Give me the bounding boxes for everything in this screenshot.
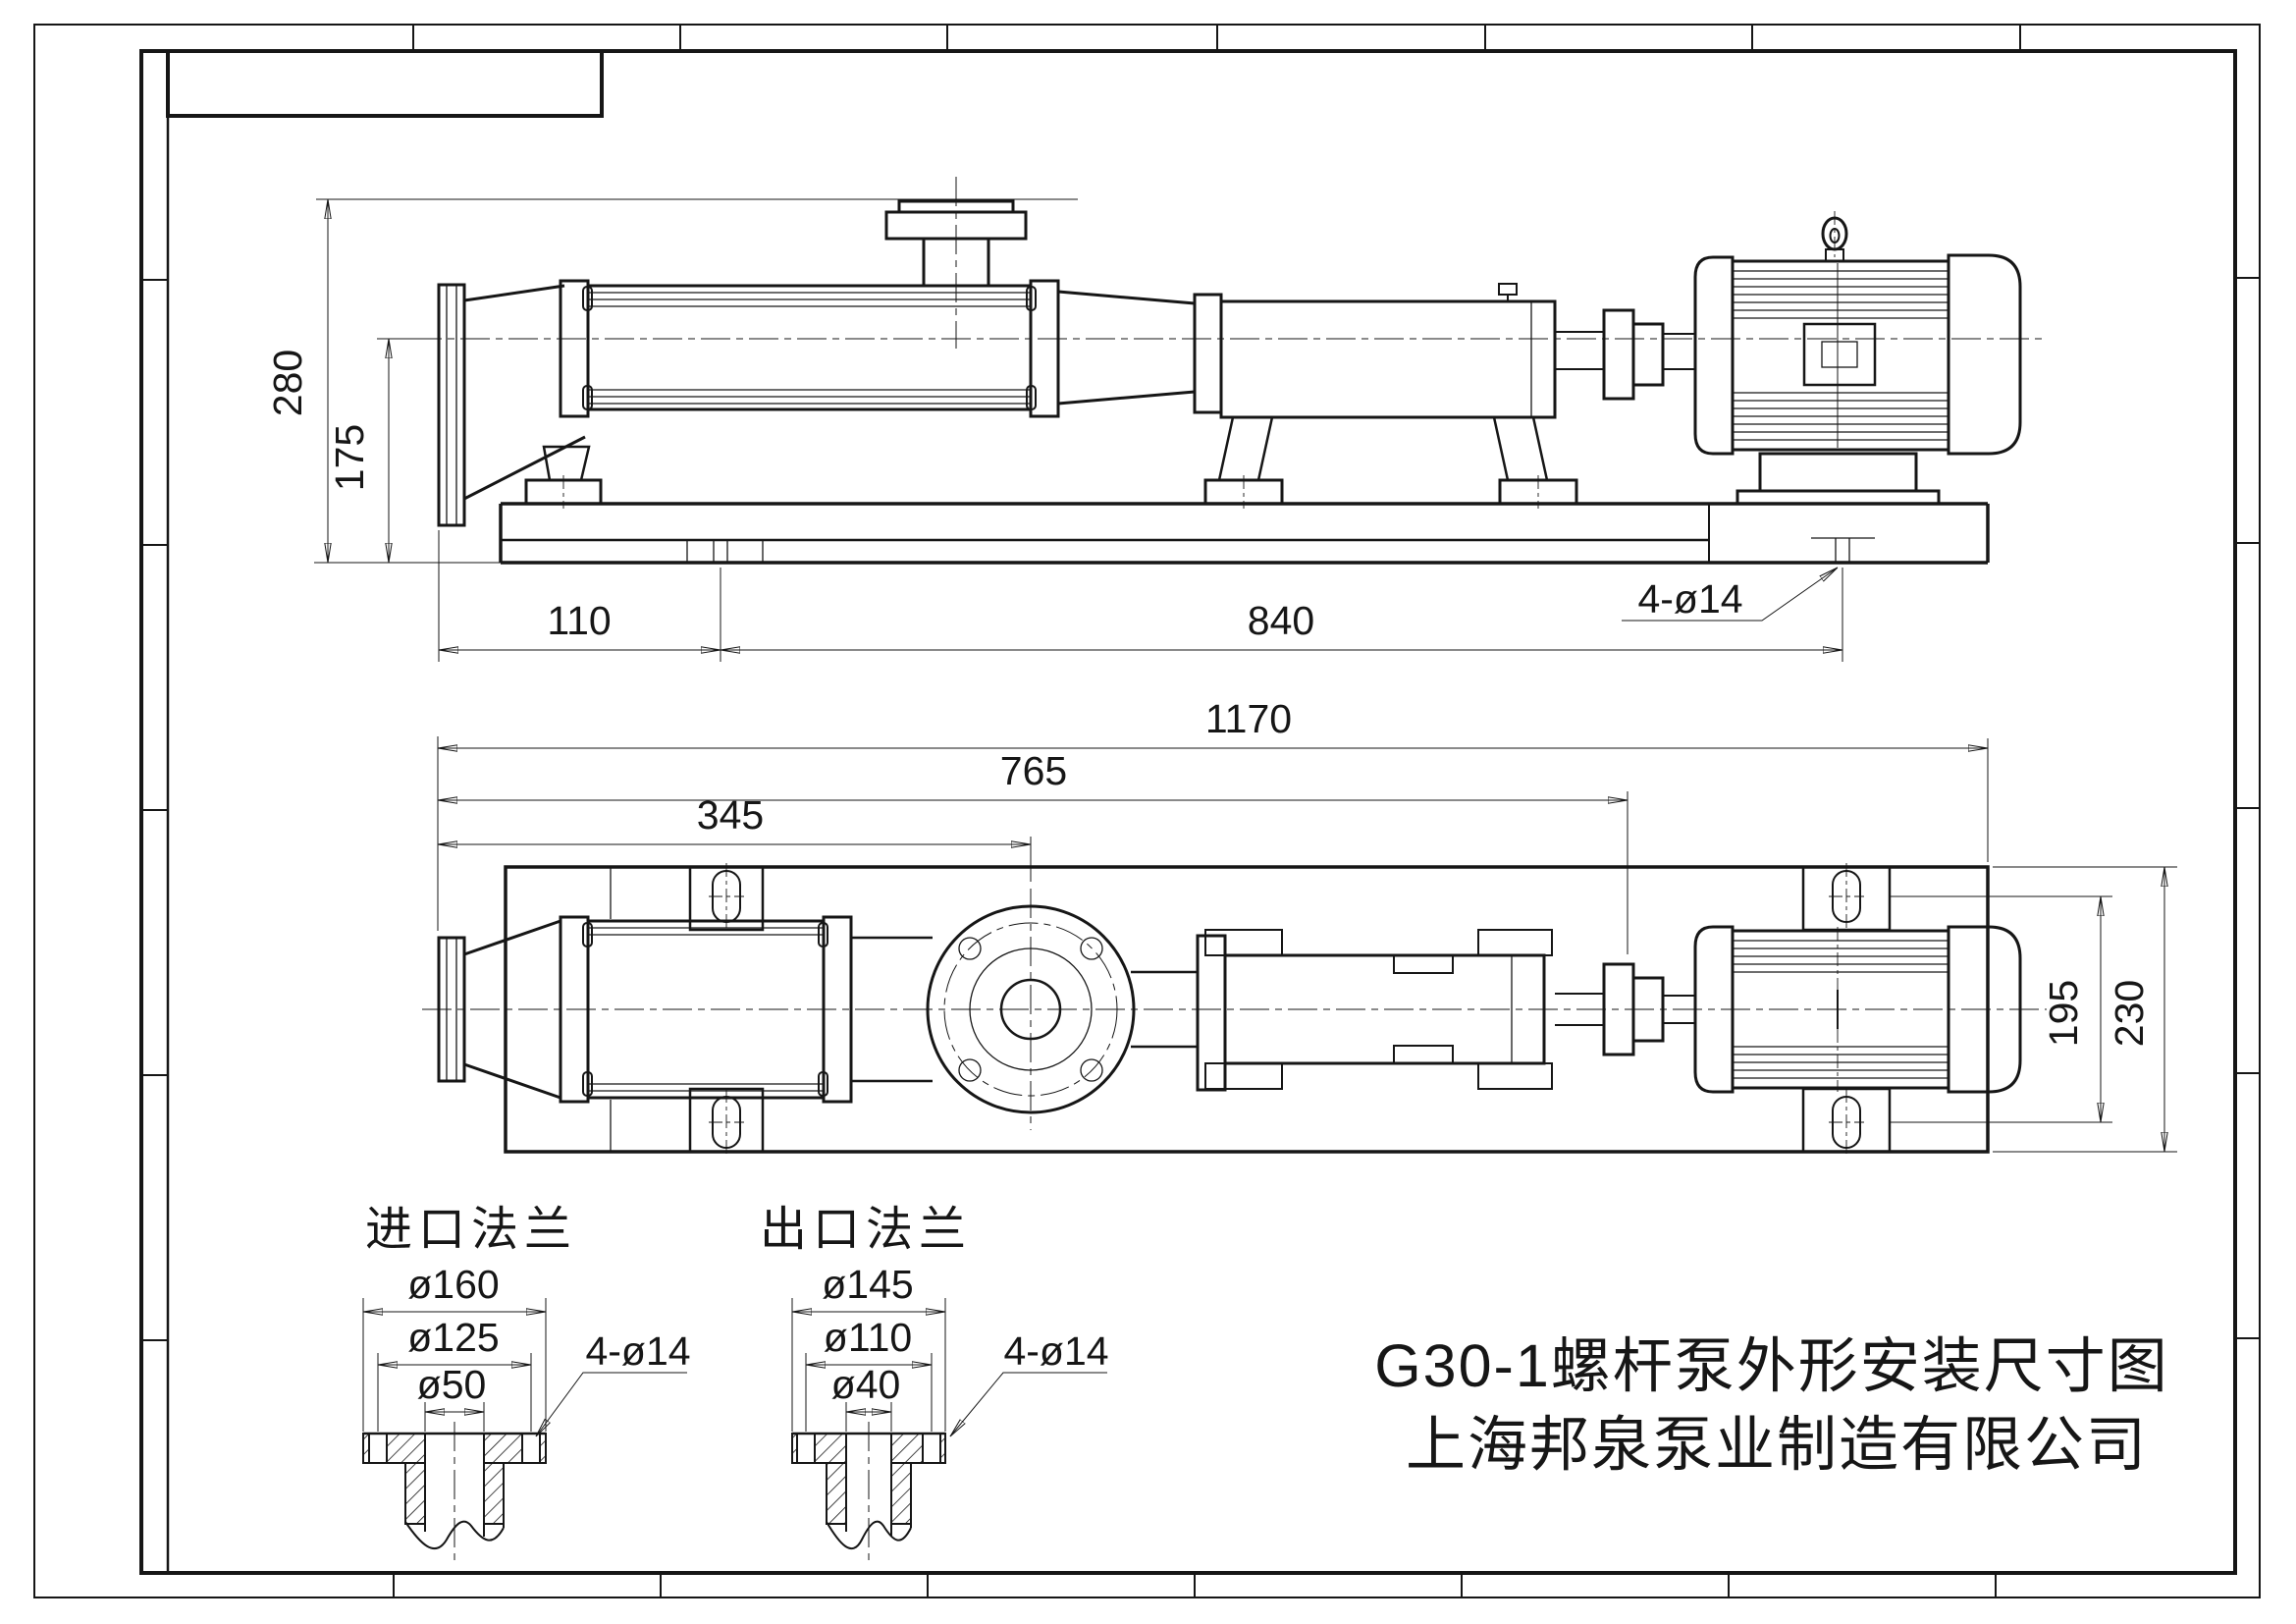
oil-plug [1498, 283, 1518, 296]
discharge-flange-plan [926, 889, 1136, 1130]
motor-side [1693, 211, 2022, 506]
tie-rod-end [582, 385, 593, 410]
zone-ticks-left [141, 279, 168, 1341]
outlet-flange-section [791, 1422, 946, 1563]
suction-cone-side [463, 284, 586, 501]
suction-flange-side [437, 283, 466, 527]
suction-flange-plan [437, 919, 561, 1100]
bolt-hole [1080, 1058, 1103, 1082]
motor-shaft-box [1802, 322, 1877, 387]
inlet-bolt-holes-label: 4-ø14 [585, 1328, 690, 1374]
dim-765-label: 765 [1000, 748, 1067, 793]
dim-110-label: 110 [547, 598, 611, 643]
pump-foot-side [524, 445, 603, 509]
side-dimensions: 280 175 110 840 4-ø14 [265, 198, 1843, 662]
bolt-hole [958, 1058, 982, 1082]
motor-pedestal [1758, 452, 1918, 493]
coupling-side [1555, 308, 1695, 401]
eye-bolt-icon [1821, 211, 1848, 262]
bearing-bracket-side [1193, 283, 1578, 509]
anchor-slot-tab [1801, 1087, 1892, 1156]
plan-view: 1170 765 345 195 230 [422, 696, 2177, 1156]
motor-fins [1733, 940, 1949, 1079]
drawing-title: G30-1螺杆泵外形安装尺寸图 [1374, 1332, 2169, 1399]
inlet-bc-label: ø125 [407, 1315, 499, 1360]
outlet-flange-title: 出口法兰 [760, 1204, 972, 1256]
outlet-bolt-holes-label: 4-ø14 [1003, 1328, 1108, 1374]
coupling-plan [1555, 962, 1695, 1056]
stator-tube-side [559, 279, 1060, 418]
anchor-slot-tab [1801, 863, 1892, 932]
tie-rod-end [582, 286, 593, 311]
bracket-leg [1492, 415, 1549, 482]
plan-dimensions: 1170 765 345 195 230 [437, 696, 2177, 1153]
outlet-flange-detail: 出口法兰 ø145 ø110 ø40 4-ø14 [760, 1204, 1109, 1563]
outer-trim-line [33, 24, 2261, 1598]
dim-840-label: 840 [1248, 598, 1314, 643]
outlet-od-label: ø145 [822, 1262, 913, 1307]
break-line [404, 1520, 505, 1550]
outlet-bore-label: ø40 [831, 1362, 901, 1407]
dim-345-label: 345 [697, 792, 764, 838]
motor-body [1731, 259, 1950, 452]
dim-175-label: 175 [327, 424, 372, 491]
motor-shaft-key [1821, 341, 1858, 368]
zone-ticks-top [412, 25, 2021, 51]
inlet-od-label: ø160 [407, 1262, 499, 1307]
leader-bolt-holes [950, 1372, 1107, 1436]
title-block: G30-1螺杆泵外形安装尺寸图 上海邦泉泵业制造有限公司 [1374, 1332, 2169, 1478]
revision-box [166, 49, 604, 118]
motor-front-cap [1693, 255, 1735, 456]
outlet-bc-label: ø110 [824, 1315, 912, 1360]
inlet-flange-detail: 进口法兰 ø160 ø125 ø50 4-ø14 [362, 1204, 691, 1563]
dim-230-label: 230 [2107, 980, 2152, 1047]
discharge-flange-side [884, 177, 1028, 349]
inner-frame [139, 49, 2237, 1575]
baseplate-side [499, 502, 1990, 565]
inlet-flange-section [362, 1422, 547, 1563]
bolt-hole [1080, 937, 1103, 960]
dim-280-label: 280 [265, 350, 310, 416]
inlet-bore-label: ø50 [417, 1362, 487, 1407]
inlet-flange-title: 进口法兰 [365, 1204, 577, 1256]
sheet-border [33, 24, 2261, 1598]
company-name: 上海邦泉泵业制造有限公司 [1406, 1411, 2148, 1478]
anchor-holes-label: 4-ø14 [1637, 576, 1742, 622]
stator-tube-plan [559, 915, 933, 1104]
bearing-bracket-plan [1131, 929, 1553, 1092]
tie-rod-end [1026, 286, 1037, 311]
side-view: 280 175 110 840 4-ø14 [265, 177, 2047, 662]
bolt-hole [958, 937, 982, 960]
dim-195-label: 195 [2041, 980, 2086, 1047]
motor-plan [1693, 925, 2022, 1094]
transition-side [1057, 290, 1196, 406]
break-line [826, 1520, 912, 1550]
motor-rear-cap [1947, 253, 2022, 456]
motor-pedestal-pad [1735, 489, 1941, 506]
bracket-leg [1217, 415, 1274, 482]
zone-ticks-right [2235, 277, 2260, 1339]
tie-rod-end [1026, 385, 1037, 410]
leader-bolt-holes [536, 1372, 687, 1436]
zone-ticks-bottom [393, 1573, 1997, 1597]
dim-1170-label: 1170 [1205, 696, 1292, 741]
leader-anchor-holes [1622, 568, 1838, 622]
motor-fins [1733, 270, 1949, 441]
